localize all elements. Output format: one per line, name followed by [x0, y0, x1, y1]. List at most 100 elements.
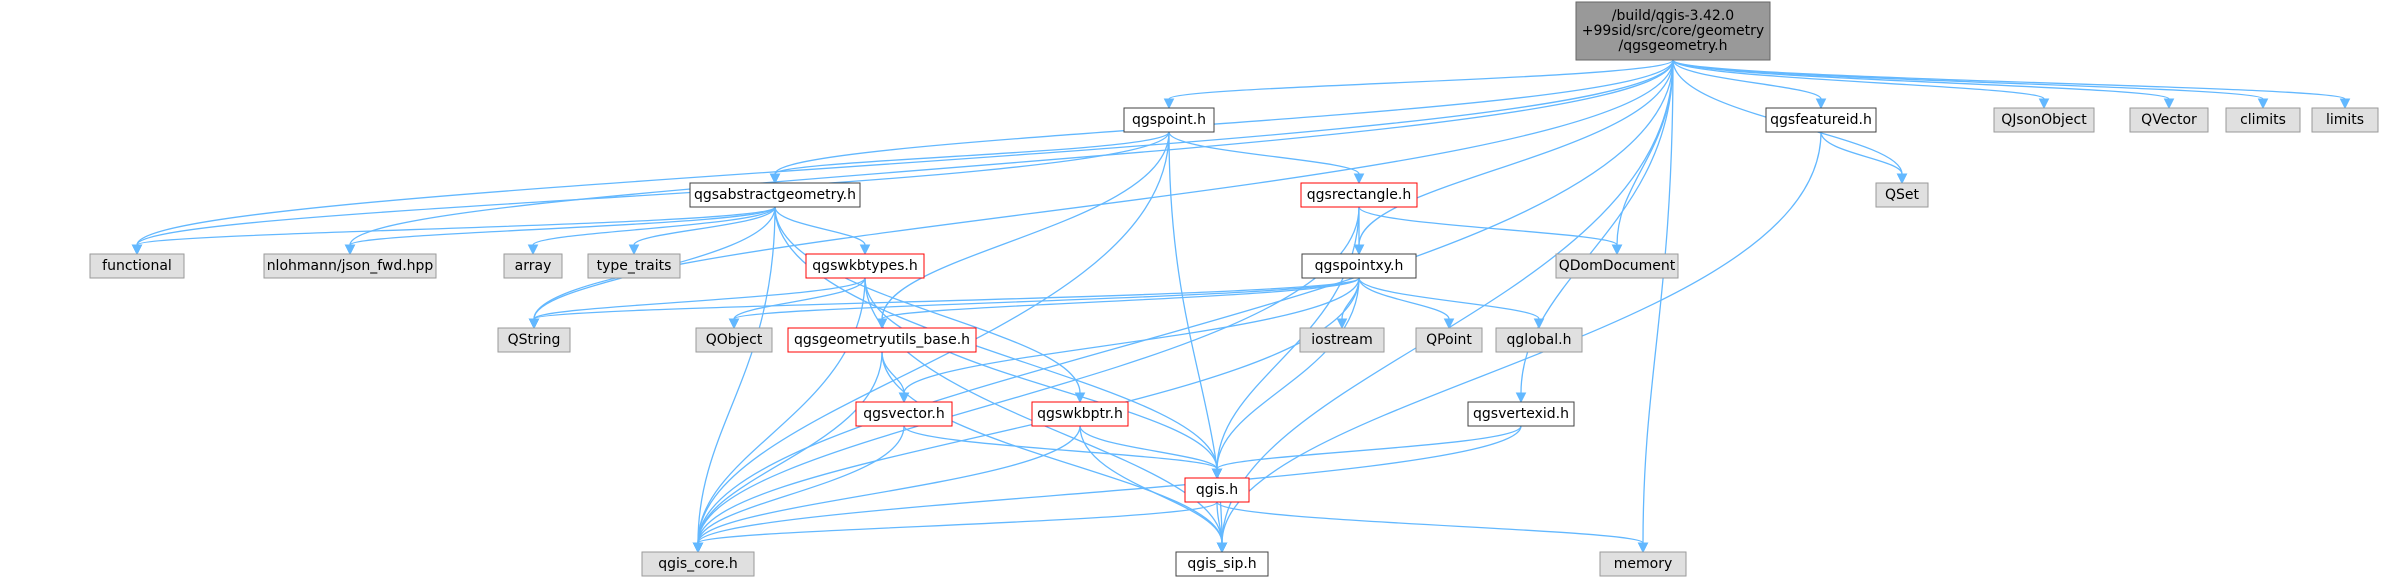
node-box	[1415, 327, 1483, 353]
edge-root-to-qgspoint	[1163, 59, 1674, 110]
node-label: qgsvector.h	[863, 406, 945, 422]
node-label: qgsvertexid.h	[1473, 406, 1569, 422]
node-qjsonobject[interactable]: QJsonObject	[1993, 107, 2095, 133]
node-climits[interactable]: climits	[2225, 107, 2301, 133]
node-qpoint[interactable]: QPoint	[1415, 327, 1483, 353]
node-label: iostream	[1311, 332, 1373, 348]
node-qgswkbptr[interactable]: qgswkbptr.h	[1031, 401, 1129, 427]
node-qgsvertexid[interactable]: qgsvertexid.h	[1467, 401, 1575, 427]
node-qgsabstractgeometry[interactable]: qgsabstractgeometry.h	[689, 182, 861, 208]
node-qvector[interactable]: QVector	[2129, 107, 2209, 133]
edge-root-to-QJsonObject	[1672, 59, 2050, 110]
edge-root-to-limits	[1672, 59, 2351, 110]
node-qgis[interactable]: qgis.h	[1184, 477, 1250, 503]
node-type-traits[interactable]: type_traits	[587, 253, 681, 279]
node-qdomdocument[interactable]: QDomDocument	[1555, 253, 1679, 279]
edge-root-to-memory	[1637, 59, 1674, 554]
edge-root-to-functional	[131, 59, 1674, 256]
node-qgis-sip[interactable]: qgis_sip.h	[1175, 551, 1269, 577]
node-box	[1765, 107, 1877, 133]
edge-qgspointxy-to-qgsgeometryutils_base	[876, 277, 1360, 330]
edge-qgswkbtypes-to-QObject	[728, 277, 866, 330]
node-label: qgsfeatureid.h	[1770, 112, 1872, 128]
edge-qgsabstractgeometry-to-array	[527, 206, 776, 256]
node-qobject[interactable]: QObject	[695, 327, 773, 353]
edge-qgsabstractgeometry-to-qgswkbtypes	[774, 206, 871, 256]
edge-qgspointxy-to-QObject	[728, 277, 1360, 330]
node-qgsfeatureid[interactable]: qgsfeatureid.h	[1765, 107, 1877, 133]
node-qgspoint[interactable]: qgspoint.h	[1123, 107, 1215, 133]
edge-qgspointxy-to-qgis	[1211, 277, 1360, 480]
edge-qgsgeometryutils_base-to-qgis_sip	[881, 351, 1228, 554]
node-qgspointxy[interactable]: qgspointxy.h	[1301, 253, 1417, 279]
edge-root-to-QVector	[1672, 59, 2175, 110]
node-box	[805, 253, 925, 279]
node-box	[2311, 107, 2379, 133]
node-box	[89, 253, 185, 279]
node-box	[1495, 327, 1583, 353]
node-qstring[interactable]: QString	[497, 327, 571, 353]
node-qgsrectangle[interactable]: qgsrectangle.h	[1300, 182, 1418, 208]
node-box	[689, 182, 861, 208]
node-box	[1993, 107, 2095, 133]
node-label: qgswkbptr.h	[1037, 406, 1123, 422]
edge-qgsgeometryutils_base-to-qgsvector	[881, 351, 910, 404]
node-label: +99sid/src/core/geometry	[1582, 23, 1764, 39]
node-label: qgsrectangle.h	[1307, 187, 1411, 203]
node-qset[interactable]: QSet	[1875, 182, 1929, 208]
edge-root-to-QDomDocument	[1611, 59, 1674, 256]
edge-qgspoint-to-qgsrectangle	[1168, 131, 1365, 185]
node-label: qgsgeometryutils_base.h	[794, 332, 970, 348]
node-label: functional	[102, 258, 172, 274]
node-label: QSet	[1885, 187, 1920, 203]
node-box	[641, 551, 755, 577]
node-label: climits	[2240, 112, 2286, 128]
edge-root-to-qgis_core	[692, 59, 1674, 554]
node-label: type_traits	[597, 258, 672, 274]
node-box	[1301, 253, 1417, 279]
node-qgsgeometryutils-base[interactable]: qgsgeometryutils_base.h	[787, 327, 977, 353]
node-box	[1599, 551, 1687, 577]
node-box	[1299, 327, 1385, 353]
node-label: /build/qgis-3.42.0	[1612, 8, 1734, 24]
node-box	[1123, 107, 1215, 133]
node-label: /qgsgeometry.h	[1619, 38, 1728, 54]
node-box	[503, 253, 563, 279]
node-box	[497, 327, 571, 353]
node-box	[855, 401, 953, 427]
node-memory[interactable]: memory	[1599, 551, 1687, 577]
edge-qgsgeometryutils_base-to-qgis_core	[692, 351, 883, 554]
node-qgis-core[interactable]: qgis_core.h	[641, 551, 755, 577]
node-functional[interactable]: functional	[89, 253, 185, 279]
node-limits[interactable]: limits	[2311, 107, 2379, 133]
edge-qgsfeatureid-to-QSet	[1820, 131, 1908, 185]
node-box	[1175, 551, 1269, 577]
node-array[interactable]: array	[503, 253, 563, 279]
node-box	[2225, 107, 2301, 133]
node-box	[1555, 253, 1679, 279]
node-label: qgis_sip.h	[1187, 556, 1256, 572]
node-label: memory	[1614, 556, 1673, 572]
node-box	[1300, 182, 1418, 208]
edge-qgswkbptr-to-qgis_core	[692, 425, 1081, 554]
node-label: qgswkbtypes.h	[812, 258, 917, 274]
node-root[interactable]: /build/qgis-3.42.0+99sid/src/core/geomet…	[1575, 1, 1771, 61]
node-box	[1575, 1, 1771, 61]
node-qgswkbtypes[interactable]: qgswkbtypes.h	[805, 253, 925, 279]
edge-root-to-qgsfeatureid	[1672, 59, 1827, 110]
edge-qgis-to-qgis_core	[692, 501, 1218, 554]
edge-qgis-to-qgis_sip	[1216, 501, 1228, 554]
node-box	[1031, 401, 1129, 427]
node-box	[263, 253, 437, 279]
edge-qgspointxy-to-QString	[528, 277, 1360, 330]
node-label: qgspointxy.h	[1315, 258, 1404, 274]
edge-qgsvertexid-to-qgis	[1211, 425, 1522, 480]
node-label: qgspoint.h	[1132, 112, 1206, 128]
node-nlohmann[interactable]: nlohmann/json_fwd.hpp	[263, 253, 437, 279]
edge-qgswkbptr-to-qgis	[1079, 425, 1223, 480]
node-qglobal[interactable]: qglobal.h	[1495, 327, 1583, 353]
node-qgsvector[interactable]: qgsvector.h	[855, 401, 953, 427]
edge-qgsabstractgeometry-to-nlohmann	[344, 206, 776, 256]
node-iostream[interactable]: iostream	[1299, 327, 1385, 353]
